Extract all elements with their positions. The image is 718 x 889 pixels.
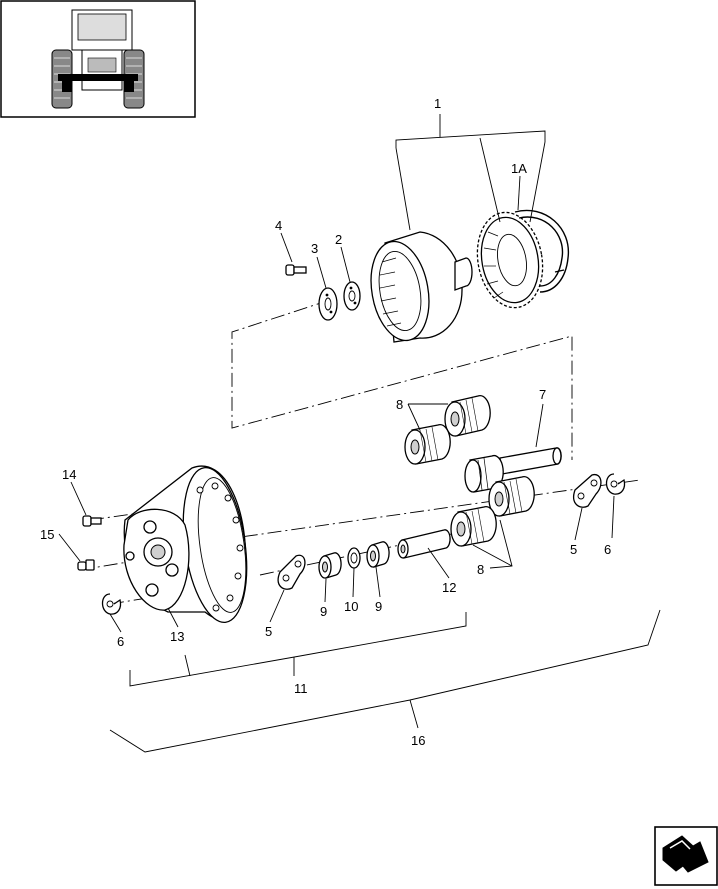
- callout-1a: 1A: [511, 161, 527, 176]
- retaining-plate-left: [277, 554, 306, 590]
- callout-6-right: 6: [604, 542, 611, 557]
- hub-housing: [123, 465, 248, 624]
- callout-15: 15: [40, 527, 54, 542]
- callout-labels: 1 1A 2 3 4 7 8 8 14 15 5 5 6 6 9 10 9 12…: [40, 96, 611, 748]
- planet-pin: [397, 529, 451, 559]
- callout-10: 10: [344, 599, 358, 614]
- callout-4: 4: [275, 218, 282, 233]
- callout-5-right: 5: [570, 542, 577, 557]
- thrust-washer-3: [318, 287, 338, 321]
- retaining-plate-right: [573, 473, 602, 508]
- callout-13: 13: [170, 629, 184, 644]
- callout-16: 16: [411, 733, 425, 748]
- lock-washer-right: [605, 473, 626, 495]
- planet-carrier-housing: [370, 231, 473, 343]
- callout-7: 7: [539, 387, 546, 402]
- callout-8-upper: 8: [396, 397, 403, 412]
- needle-bearing-left: [318, 552, 342, 579]
- leader-lines: [58, 114, 661, 753]
- callout-11: 11: [294, 681, 308, 696]
- callout-9-left: 9: [320, 604, 327, 619]
- callout-2: 2: [335, 232, 342, 247]
- tractor-location-thumbnail-icon: [0, 0, 196, 118]
- snap-ring: [514, 209, 569, 293]
- screw-4: [285, 264, 307, 276]
- callout-12: 12: [442, 580, 456, 595]
- callout-9-right: 9: [375, 599, 382, 614]
- plug-15: [77, 559, 95, 571]
- callout-1: 1: [434, 96, 441, 111]
- thrust-washer-2: [343, 281, 361, 311]
- callout-3: 3: [311, 241, 318, 256]
- ring-gear: [476, 211, 544, 309]
- callout-6-left: 6: [117, 634, 124, 649]
- callout-14: 14: [62, 467, 76, 482]
- bolt-14: [82, 515, 102, 527]
- lock-washer-left: [101, 593, 122, 615]
- planet-gear-lower-b: [450, 506, 497, 547]
- spacer-10: [347, 547, 361, 569]
- callout-5-left: 5: [265, 624, 272, 639]
- callout-8-lower: 8: [477, 562, 484, 577]
- planet-gear-lower-a: [488, 476, 535, 517]
- planet-gear-upper-b: [404, 424, 451, 465]
- navigation-arrow-icon[interactable]: [654, 826, 718, 886]
- planet-gear-upper-a: [444, 395, 491, 437]
- sun-gear-shaft: [464, 447, 562, 493]
- needle-bearing-right: [366, 541, 390, 568]
